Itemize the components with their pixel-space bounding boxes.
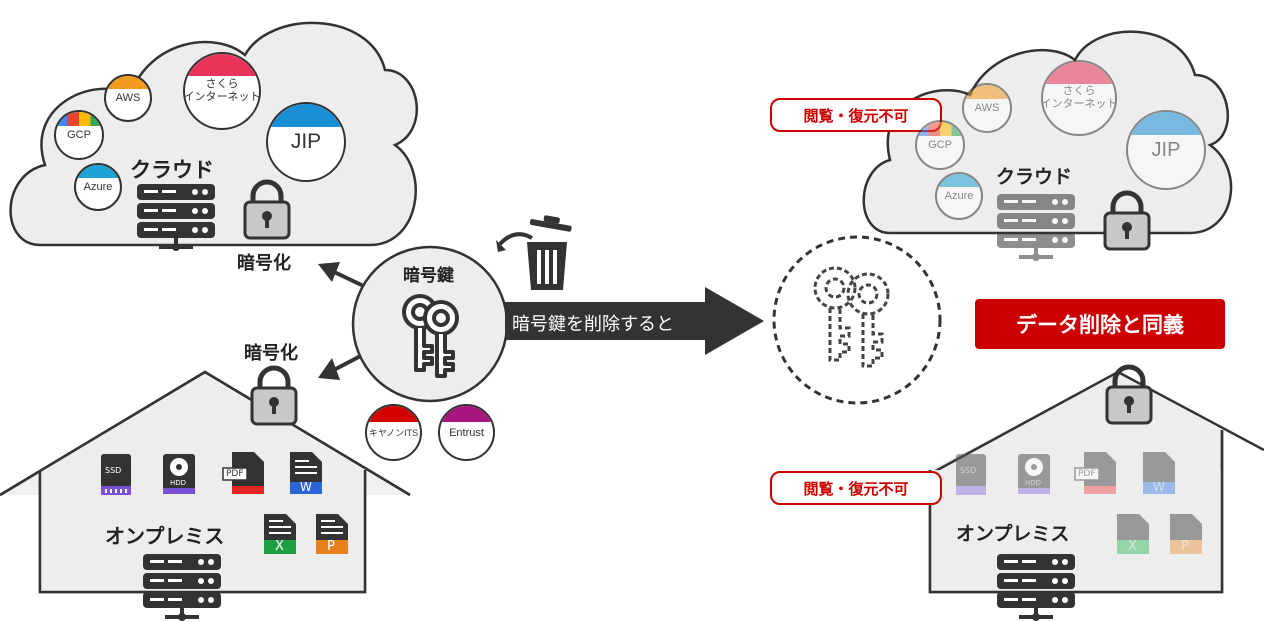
right-provider-azure-badge: Azure bbox=[935, 172, 983, 220]
left-pdf-icon bbox=[222, 452, 264, 494]
provider-gcp-badge: GCP bbox=[54, 110, 104, 160]
right-ssd-label: SSD bbox=[960, 466, 977, 475]
result-banner: データ削除と同義 bbox=[975, 299, 1225, 349]
left-ssd-icon bbox=[101, 454, 131, 495]
right-excel-label: X bbox=[1128, 539, 1137, 554]
deleted-key-circle bbox=[772, 235, 942, 405]
left-pdf-label: PDF bbox=[226, 469, 244, 479]
right-ppt-label: P bbox=[1181, 539, 1189, 554]
right-cloud-label: クラウド bbox=[996, 166, 1073, 188]
provider-canon-its-badge: キヤノンITS bbox=[365, 404, 422, 461]
left-hdd-label: HDD bbox=[170, 479, 187, 487]
right-provider-sakura-badge: さくら インターネット bbox=[1041, 60, 1117, 136]
left-cloud-label: クラウド bbox=[130, 158, 214, 182]
right-ssd-icon bbox=[956, 454, 986, 495]
warning-onprem-pill: 閲覧・復元不可 bbox=[770, 471, 942, 505]
provider-aws-badge: AWS bbox=[104, 74, 152, 122]
left-hdd-icon bbox=[163, 454, 195, 494]
right-provider-jip-badge: JIP bbox=[1126, 110, 1206, 190]
deleted-key-icon-1 bbox=[813, 266, 857, 362]
right-ppt-icon bbox=[1170, 514, 1202, 554]
warning-cloud-pill: 閲覧・復元不可 bbox=[770, 98, 942, 132]
delete-arrow bbox=[505, 287, 764, 355]
left-onprem-encrypt-label: 暗号化 bbox=[244, 343, 298, 364]
trash-icon bbox=[496, 215, 572, 290]
right-provider-gcp-badge: GCP bbox=[915, 120, 965, 170]
right-word-icon bbox=[1143, 452, 1175, 494]
right-provider-aws-badge: AWS bbox=[962, 83, 1012, 133]
key-label: 暗号鍵 bbox=[403, 266, 454, 286]
left-onprem-lock-icon bbox=[252, 368, 296, 424]
provider-azure-badge: Azure bbox=[74, 163, 122, 211]
right-onprem-lock-icon bbox=[1107, 367, 1151, 423]
left-excel-label: X bbox=[275, 539, 284, 554]
arrow-text: 暗号鍵を削除すると bbox=[512, 314, 674, 335]
left-word-label: W bbox=[300, 480, 312, 494]
provider-jip-badge: JIP bbox=[266, 102, 346, 182]
provider-sakura-badge: さくら インターネット bbox=[183, 52, 261, 130]
left-ppt-label: P bbox=[327, 539, 335, 554]
right-pdf-icon bbox=[1074, 452, 1116, 494]
right-hdd-icon bbox=[1018, 454, 1050, 494]
left-ssd-label: SSD bbox=[105, 466, 122, 475]
right-onprem-server-icon bbox=[997, 554, 1075, 621]
right-hdd-label: HDD bbox=[1025, 479, 1042, 487]
left-word-icon bbox=[290, 452, 322, 494]
right-excel-icon bbox=[1117, 514, 1149, 554]
left-onprem-server-icon bbox=[143, 554, 221, 621]
left-ppt-icon bbox=[316, 514, 348, 554]
right-onprem-label: オンプレミス bbox=[956, 523, 1070, 545]
right-word-label: W bbox=[1153, 480, 1165, 494]
left-onprem-label: オンプレミス bbox=[105, 524, 225, 548]
right-pdf-label: PDF bbox=[1078, 469, 1096, 479]
provider-entrust-badge: Entrust bbox=[438, 404, 495, 461]
left-excel-icon bbox=[264, 514, 296, 554]
left-cloud-encrypt-label: 暗号化 bbox=[237, 253, 291, 274]
